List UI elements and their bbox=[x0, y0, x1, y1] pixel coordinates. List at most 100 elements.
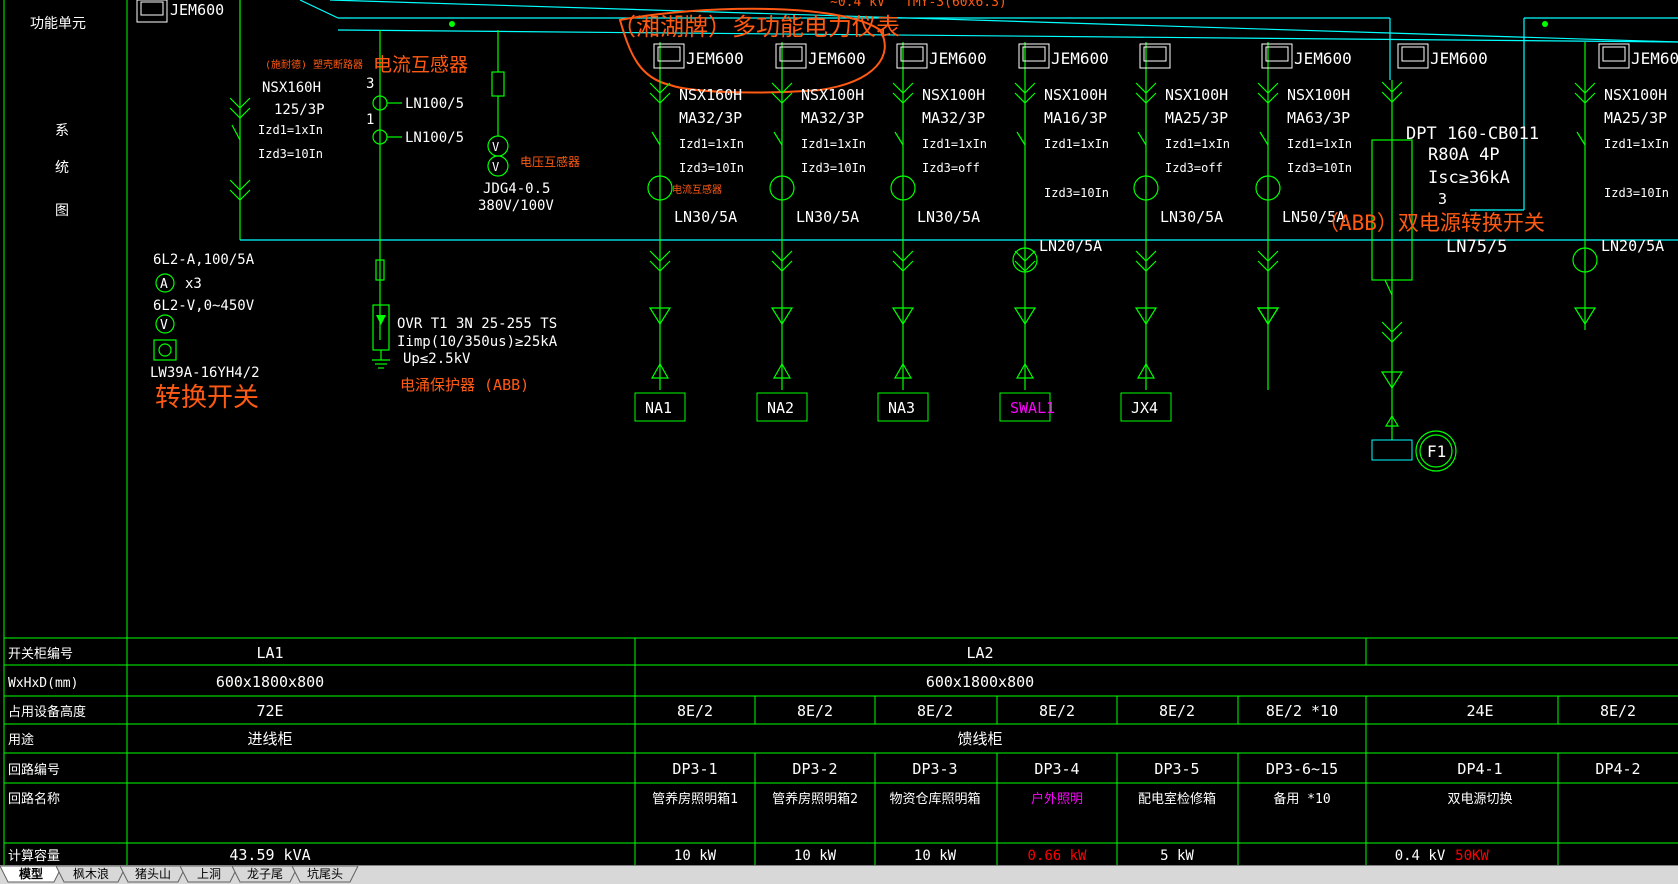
bus-dot-2 bbox=[1542, 21, 1548, 27]
feeder-6: JEM600NSX100HMA63/3PIzd1=1xInIzd3=10InLN… bbox=[1255, 42, 1352, 390]
load-box-4 bbox=[999, 392, 1051, 422]
incoming-izd3: Izd3=10In bbox=[258, 147, 323, 161]
incoming-izd1: Izd1=1xIn bbox=[258, 123, 323, 137]
ats-isc: Isc≥36kA bbox=[1428, 168, 1510, 188]
layout-tab-2[interactable]: 枫木浪 bbox=[56, 866, 127, 883]
feeder-3: NA3JEM600NSX100HMA32/3PIzd1=1xInIzd3=off… bbox=[877, 42, 987, 422]
ammeter-label: 6L2-A,100/5A bbox=[153, 252, 255, 268]
capacity-ats-power: 50KW bbox=[1455, 848, 1489, 864]
ammeter-count: x3 bbox=[185, 276, 202, 292]
feeder-izd3-2: Izd3=10In bbox=[801, 161, 866, 175]
table-row-label-2: WxHxD(mm) bbox=[8, 676, 78, 691]
function-unit-label: 功能单元 bbox=[30, 16, 86, 32]
feeder-izd3-3: Izd3=off bbox=[922, 161, 980, 175]
top-partial-bus: TMY-3(60x6.3) bbox=[905, 0, 1007, 10]
bus-dot-1 bbox=[449, 21, 455, 27]
ats-count: 3 bbox=[1438, 190, 1447, 208]
busbars bbox=[299, 0, 1678, 211]
layout-tab-3[interactable]: 猪头山 bbox=[120, 866, 187, 883]
circuit-name-5: 配电室检修箱 bbox=[1138, 791, 1216, 807]
height-cell-6: 8E/2 *10 bbox=[1266, 702, 1338, 720]
feeder-4: SWAL1JEM600NSX100HMA16/3PIzd1=1xInIzd3=1… bbox=[999, 42, 1109, 422]
layout-tab-6[interactable]: 坑尾头 bbox=[292, 866, 359, 883]
ats-ct: LN75/5 bbox=[1446, 237, 1507, 257]
layout-tab-label: 上洞 bbox=[196, 867, 221, 881]
circuit-id-3: DP3-3 bbox=[912, 760, 957, 778]
feeder-meter-6: JEM600 bbox=[1294, 49, 1352, 68]
layout-tab-label: 枫木浪 bbox=[72, 867, 109, 881]
feeder-izd3-4: Izd3=10In bbox=[1044, 186, 1109, 200]
breaker-note: (施耐德) 塑壳断路器 bbox=[265, 58, 363, 71]
table-row-label-3: 占用设备高度 bbox=[8, 704, 86, 720]
pt-symbol-1: V bbox=[492, 140, 499, 154]
table-row-label-5: 回路编号 bbox=[8, 762, 60, 778]
feeder-izd3-6: Izd3=10In bbox=[1287, 161, 1352, 175]
svg-text:JEM600: JEM600 bbox=[1430, 49, 1488, 68]
feeder-ct-6: LN50/5A bbox=[1282, 208, 1345, 226]
capacity-1: 10 kW bbox=[674, 848, 717, 864]
ats-rating: R80A 4P bbox=[1428, 145, 1500, 165]
load-label-4: SWAL1 bbox=[1010, 399, 1055, 417]
circuit-name-7: 双电源切换 bbox=[1447, 792, 1512, 807]
ct-note: 电流互感器 bbox=[373, 54, 468, 76]
feeder-meter-4: JEM600 bbox=[1051, 49, 1109, 68]
pt-ratio: 380V/100V bbox=[478, 198, 554, 214]
electrical-schematic: 功能单元 系 统 图 ~0.4 kV TMY-3(60x6.3) JEM600 bbox=[3, 0, 1678, 865]
ct-small-note: 电流互感器 bbox=[672, 183, 722, 196]
feeder-breaker-3: NSX100H bbox=[922, 86, 985, 104]
feeder-izd1-3: Izd1=1xIn bbox=[922, 137, 987, 151]
feeder-izd1-6: Izd1=1xIn bbox=[1287, 137, 1352, 151]
feeder-izd1-4: Izd1=1xIn bbox=[1044, 137, 1109, 151]
feeder-5: JX4NSX100HMA25/3PIzd1=1xInIzd3=offLN30/5… bbox=[1120, 42, 1230, 422]
circuit-id-7: DP4-1 bbox=[1457, 760, 1502, 778]
circuit-name-3: 物资仓库照明箱 bbox=[889, 791, 980, 807]
feeder-2: NA2JEM600NSX100HMA32/3PIzd1=1xInIzd3=10I… bbox=[756, 42, 866, 422]
voltmeter-label: 6L2-V,0~450V bbox=[153, 298, 255, 314]
spd-line-2: Iimp(10/350us)≥25kA bbox=[397, 334, 558, 350]
load-label-3: NA3 bbox=[888, 399, 915, 417]
feeder-rating-5: MA25/3P bbox=[1165, 109, 1228, 127]
capacity-3: 10 kW bbox=[914, 848, 957, 864]
table-row-label-4: 用途 bbox=[8, 732, 34, 748]
svg-text:LN20/5A: LN20/5A bbox=[1601, 237, 1664, 255]
feeder-breaker-2: NSX100H bbox=[801, 86, 864, 104]
layout-tab-4[interactable]: 上洞 bbox=[180, 866, 239, 883]
height-cell-1: 8E/2 bbox=[677, 702, 713, 720]
circuit-id-6: DP3-6~15 bbox=[1266, 760, 1338, 778]
circuit-id-2: DP3-2 bbox=[792, 760, 837, 778]
svg-text:NSX100H: NSX100H bbox=[1604, 86, 1667, 104]
load-label-5: JX4 bbox=[1131, 399, 1158, 417]
load-box-1 bbox=[634, 392, 686, 422]
feeder-rating-1: MA32/3P bbox=[679, 109, 742, 127]
feeder-izd1-1: Izd1=1xIn bbox=[679, 137, 744, 151]
incoming-meter: JEM600 bbox=[136, 0, 224, 23]
feeder-breaker-6: NSX100H bbox=[1287, 86, 1350, 104]
meter-note: （湘湖牌）多功能电力仪表 bbox=[612, 13, 900, 41]
layout-tab-label: 龙子尾 bbox=[246, 867, 283, 881]
la2-dims: 600x1800x800 bbox=[926, 673, 1034, 691]
feeder-rating-2: MA32/3P bbox=[801, 109, 864, 127]
la1-cell: 600x1800x800 bbox=[216, 673, 324, 691]
feeder-breaker-1: NSX160H bbox=[679, 86, 742, 104]
system-label-3: 图 bbox=[55, 203, 69, 219]
svg-text:JEM600: JEM600 bbox=[1631, 49, 1678, 68]
circuit-name-1: 管养房照明箱1 bbox=[652, 791, 738, 807]
frame-lines bbox=[3, 0, 1678, 865]
feeder-rating-3: MA32/3P bbox=[922, 109, 985, 127]
circuit-name-4: 户外照明 bbox=[1031, 791, 1083, 807]
ammeter-symbol: A bbox=[160, 277, 168, 292]
ats-meter: JEM600 bbox=[1397, 43, 1488, 69]
voltmeter-symbol: V bbox=[160, 318, 168, 333]
ct-count-3: 3 bbox=[366, 76, 374, 92]
pt-note: 电压互感器 bbox=[520, 154, 580, 169]
layout-tab-1[interactable]: 模型 bbox=[0, 866, 63, 883]
load-box-3 bbox=[877, 392, 929, 422]
la1-cell: 进线柜 bbox=[247, 730, 292, 748]
feeder-izd1-2: Izd1=1xIn bbox=[801, 137, 866, 151]
capacity-4: 0.66 kW bbox=[1027, 848, 1087, 864]
layout-tab-5[interactable]: 龙子尾 bbox=[232, 866, 299, 883]
height-cell-5: 8E/2 bbox=[1159, 702, 1195, 720]
circuit-name-6: 备用 *10 bbox=[1273, 791, 1330, 807]
la1-cell: LA1 bbox=[256, 644, 283, 662]
svg-text:JEM600: JEM600 bbox=[170, 1, 224, 19]
